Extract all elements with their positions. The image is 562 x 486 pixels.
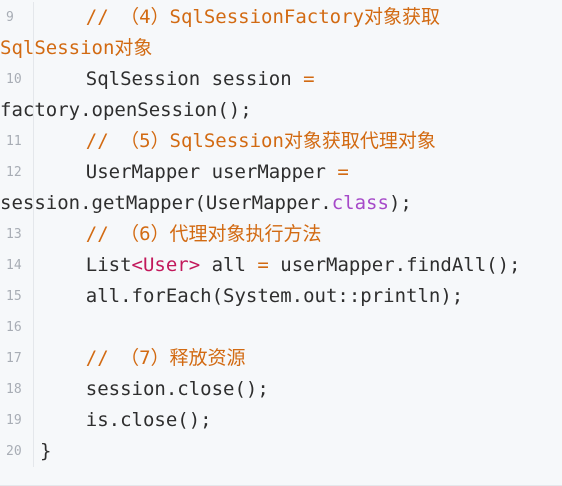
line-number: 14: [0, 250, 34, 281]
code-line: 9 // （4）SqlSessionFactory对象获取 SqlSession对…: [0, 2, 562, 64]
code-token: SqlSession对象: [0, 37, 153, 59]
code-token: }: [40, 440, 52, 462]
code-continuation: factory.openSession();: [0, 95, 315, 126]
code-segment: // （5）SqlSession对象获取代理对象: [40, 130, 436, 152]
code-token: // （4）SqlSessionFactory对象获取: [85, 6, 440, 28]
line-number: 12: [0, 157, 34, 219]
code-text: is.close();: [34, 405, 212, 436]
line-number: 17: [0, 343, 34, 374]
code-text: UserMapper userMapper =session.getMapper…: [0, 157, 412, 219]
code-segment: UserMapper userMapper =: [40, 161, 349, 183]
code-text: // （5）SqlSession对象获取代理对象: [34, 126, 436, 157]
code-segment: session.close();: [40, 378, 269, 400]
code-text: SqlSession session = factory.openSession(…: [0, 64, 315, 126]
code-token: List: [40, 254, 132, 276]
line-number: 19: [0, 405, 34, 436]
code-line: 17 // （7）释放资源: [0, 343, 562, 374]
code-segment: }: [40, 440, 51, 462]
code-line: 18 session.close();: [0, 374, 562, 405]
code-token: [40, 223, 86, 245]
code-text: all.forEach(System.out::println);: [34, 281, 464, 312]
code-token: =: [303, 68, 315, 90]
code-line: 11 // （5）SqlSession对象获取代理对象: [0, 126, 562, 157]
code-token: class: [331, 192, 389, 214]
code-token: all: [200, 254, 258, 276]
code-line: 12 UserMapper userMapper =session.getMap…: [0, 157, 562, 219]
code-token: [40, 6, 86, 28]
code-text: // （4）SqlSessionFactory对象获取 SqlSession对象: [0, 2, 440, 64]
line-number: 13: [0, 219, 34, 250]
code-token: // （5）SqlSession对象获取代理对象: [85, 130, 436, 152]
code-segment: SqlSession session =: [40, 68, 315, 90]
code-token: UserMapper userMapper: [40, 161, 338, 183]
code-token: userMapper.findAll();: [268, 254, 521, 276]
code-line: 14 List<User> all = userMapper.findAll()…: [0, 250, 562, 281]
code-segment: is.close();: [40, 409, 212, 431]
code-token: =: [337, 161, 349, 183]
code-token: [40, 130, 86, 152]
code-token: [40, 347, 86, 369]
code-segment: // （6）代理对象执行方法: [40, 223, 322, 245]
code-line: 16: [0, 312, 562, 343]
code-token: factory.openSession();: [0, 99, 252, 121]
code-token: );: [388, 192, 412, 214]
code-text: }: [34, 436, 51, 467]
code-token: session.close();: [40, 378, 269, 400]
line-number: 11: [0, 126, 34, 157]
code-segment: all.forEach(System.out::println);: [40, 285, 464, 307]
code-continuation: session.getMapper(UserMapper.class);: [0, 188, 412, 219]
code-token: <User>: [131, 254, 201, 276]
code-token: // （7）释放资源: [85, 347, 246, 369]
line-number: 9: [0, 2, 34, 64]
code-token: // （6）代理对象执行方法: [85, 223, 322, 245]
code-line: 10 SqlSession session = factory.openSessi…: [0, 64, 562, 126]
line-number: 20: [0, 436, 34, 467]
code-continuation: SqlSession对象: [0, 33, 440, 64]
line-number: 10: [0, 64, 34, 126]
code-line: 15 all.forEach(System.out::println);: [0, 281, 562, 312]
code-token: =: [257, 254, 269, 276]
line-number: 15: [0, 281, 34, 312]
code-line: 19 is.close();: [0, 405, 562, 436]
code-token: is.close();: [40, 409, 212, 431]
code-line: 13 // （6）代理对象执行方法: [0, 219, 562, 250]
code-text: List<User> all = userMapper.findAll();: [34, 250, 521, 281]
code-segment: // （7）释放资源: [40, 347, 246, 369]
code-segment: // （4）SqlSessionFactory对象获取: [40, 6, 440, 28]
code-text: session.close();: [34, 374, 269, 405]
code-line: 20}: [0, 436, 562, 467]
line-number: 16: [0, 312, 34, 343]
code-token: SqlSession session: [40, 68, 304, 90]
code-text: // （7）释放资源: [34, 343, 246, 374]
line-number: 18: [0, 374, 34, 405]
code-token: all.forEach(System.out::println);: [40, 285, 464, 307]
code-segment: List<User> all = userMapper.findAll();: [40, 254, 521, 276]
code-text: // （6）代理对象执行方法: [34, 219, 322, 250]
code-token: session.getMapper(UserMapper.: [0, 192, 332, 214]
